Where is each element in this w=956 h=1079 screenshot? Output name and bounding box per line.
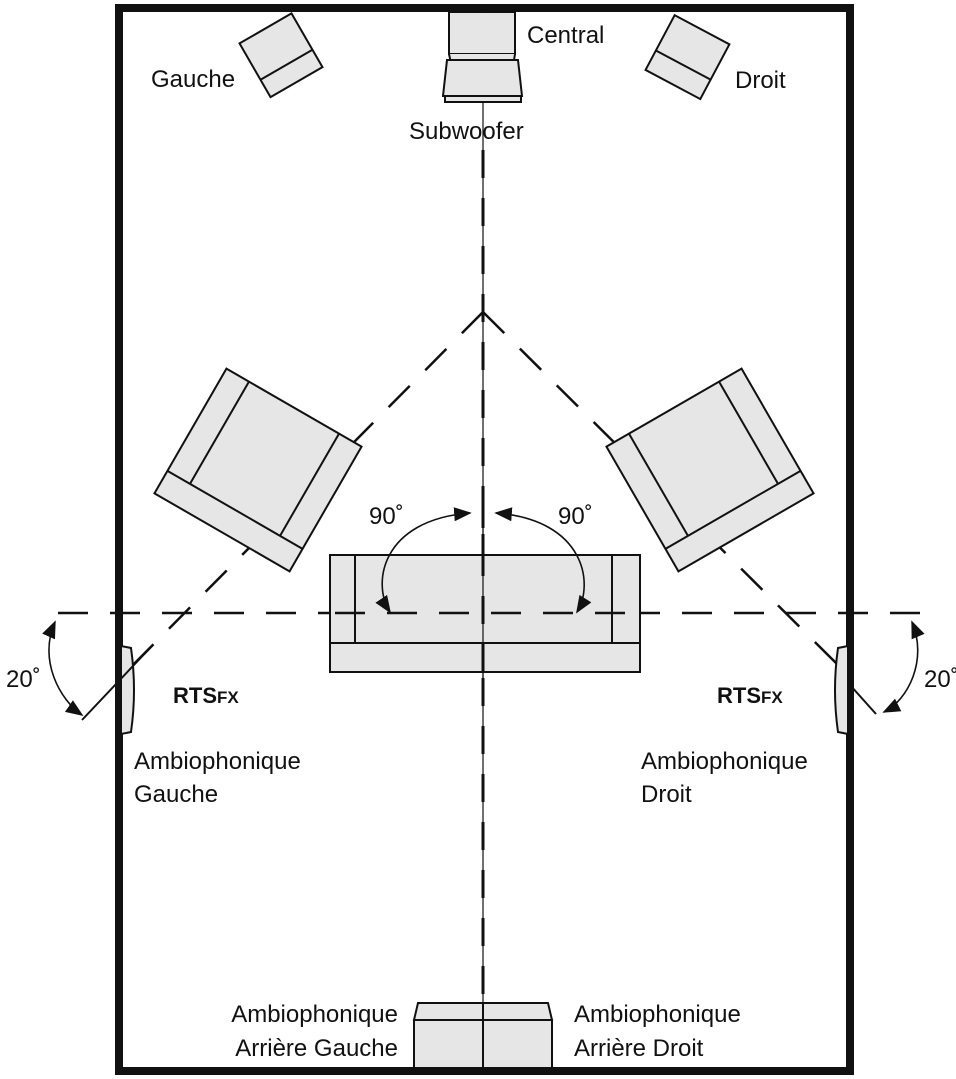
surround-left-brand-main: RTS	[173, 683, 217, 708]
surround-right-brand-sub: FX	[761, 688, 783, 707]
surround-left-brand-sub: FX	[217, 688, 239, 707]
surround-left-aim-line	[81, 647, 151, 721]
rear-right-label-2: Arrière Droit	[574, 1035, 704, 1062]
left-armchair	[153, 367, 363, 573]
rear-speakers	[412, 1002, 554, 1069]
left-speaker-line	[127, 311, 484, 671]
surround-right-aim-line	[849, 684, 877, 715]
left-90-arc	[375, 507, 472, 614]
right-90-arc	[494, 507, 592, 614]
angle-left-20: 20˚	[6, 666, 41, 693]
surround-right-label-1: Ambiophonique	[641, 748, 808, 775]
right-speaker-line	[482, 311, 839, 666]
surround-left-speaker	[120, 644, 135, 736]
front-left-label: Gauche	[151, 66, 235, 93]
surround-right-brand: RTSFX	[717, 683, 783, 708]
center-label: Central	[527, 22, 604, 49]
surround-left-label-1: Ambiophonique	[134, 748, 301, 775]
right-20-arc	[882, 620, 925, 713]
angle-left-90: 90˚	[369, 503, 404, 530]
angle-right-20: 20˚	[924, 666, 956, 693]
subwoofer	[441, 59, 524, 103]
rear-left-label-1: Ambiophonique	[231, 1001, 398, 1028]
room-walls	[115, 4, 854, 1075]
surround-left-label-2: Gauche	[134, 781, 218, 808]
front-right-label: Droit	[735, 67, 786, 94]
surround-right-label-2: Droit	[641, 781, 692, 808]
angle-right-90: 90˚	[558, 503, 593, 530]
front-left-speaker	[238, 12, 324, 99]
rear-right-label-1: Ambiophonique	[574, 1001, 741, 1028]
subwoofer-label: Subwoofer	[409, 118, 524, 145]
front-right-speaker	[644, 13, 731, 101]
surround-right-brand-main: RTS	[717, 683, 761, 708]
left-20-arc	[42, 620, 84, 716]
surround-left-brand: RTSFX	[173, 683, 239, 708]
rear-left-label-2: Arrière Gauche	[235, 1035, 398, 1062]
surround-right-speaker	[834, 644, 849, 736]
right-armchair	[605, 367, 815, 573]
sofa	[329, 554, 641, 673]
